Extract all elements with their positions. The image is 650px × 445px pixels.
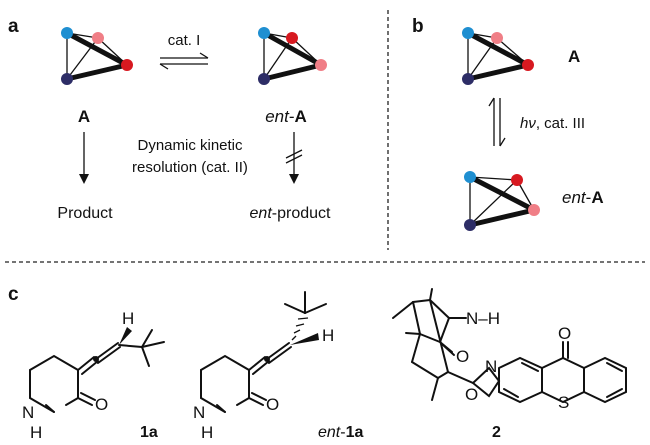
atom-red bbox=[121, 59, 133, 71]
atom-blue bbox=[61, 27, 73, 39]
tetrahedron-ent-A-b bbox=[464, 171, 540, 231]
atom-NH: N bbox=[22, 403, 34, 422]
tetrahedron-A-b bbox=[462, 27, 534, 85]
atom-O: O bbox=[558, 324, 571, 343]
atom-H: H bbox=[30, 423, 42, 442]
atom-blue bbox=[464, 171, 476, 183]
atom-navy bbox=[462, 73, 474, 85]
atom-O: O bbox=[95, 395, 108, 414]
atom-blue bbox=[258, 27, 270, 39]
label-A: A bbox=[78, 107, 90, 126]
label-ent-A: ent-A bbox=[265, 107, 307, 126]
atom-pink bbox=[528, 204, 540, 216]
tetrahedron-A bbox=[61, 27, 133, 85]
label-1a: 1a bbox=[140, 424, 158, 441]
ent-product-label: ent-product bbox=[250, 205, 332, 222]
label-2: 2 bbox=[492, 424, 501, 441]
atom-pink bbox=[491, 32, 503, 44]
equilibrium-arrow-a: cat. I bbox=[159, 32, 209, 70]
atom-blue bbox=[462, 27, 474, 39]
atom-NH: N bbox=[193, 403, 205, 422]
atom-navy bbox=[258, 73, 270, 85]
atom-S: S bbox=[558, 393, 569, 412]
hv-cat-III-label: hν, cat. III bbox=[520, 115, 585, 132]
atom-N: N bbox=[485, 357, 497, 376]
dkr-line2: resolution (cat. II) bbox=[132, 159, 248, 176]
cat-I-label: cat. I bbox=[168, 32, 201, 49]
atom-H: H bbox=[122, 309, 134, 328]
atom-NH: N–H bbox=[466, 309, 500, 328]
atom-O: O bbox=[456, 347, 469, 366]
atom-pink bbox=[315, 59, 327, 71]
photo-equilibrium-arrow bbox=[488, 97, 506, 147]
panel-label-a: a bbox=[8, 16, 19, 37]
atom-H: H bbox=[201, 423, 213, 442]
atom-pink bbox=[92, 32, 104, 44]
atom-red bbox=[522, 59, 534, 71]
atom-navy bbox=[464, 219, 476, 231]
arrow-to-product bbox=[79, 132, 89, 184]
tetrahedron-ent-A bbox=[258, 27, 327, 85]
atom-H: H bbox=[322, 326, 334, 345]
atom-navy bbox=[61, 73, 73, 85]
blocked-arrow-to-ent-product bbox=[285, 132, 303, 184]
structure-2: O N–H N O O S bbox=[392, 288, 627, 412]
dkr-line1: Dynamic kinetic bbox=[137, 137, 243, 154]
label-A-b: A bbox=[568, 47, 580, 66]
label-ent-1a: ent-1a bbox=[318, 424, 363, 441]
atom-O: O bbox=[266, 395, 279, 414]
panel-label-c: c bbox=[8, 284, 19, 305]
panel-label-b: b bbox=[412, 16, 424, 37]
atom-O: O bbox=[465, 385, 478, 404]
structure-ent-1a: H N H O bbox=[193, 291, 334, 442]
product-label: Product bbox=[57, 205, 113, 222]
atom-red bbox=[511, 174, 523, 186]
atom-red bbox=[286, 32, 298, 44]
label-ent-A-b: ent-A bbox=[562, 188, 604, 207]
structure-1a: H N H O bbox=[22, 309, 165, 442]
